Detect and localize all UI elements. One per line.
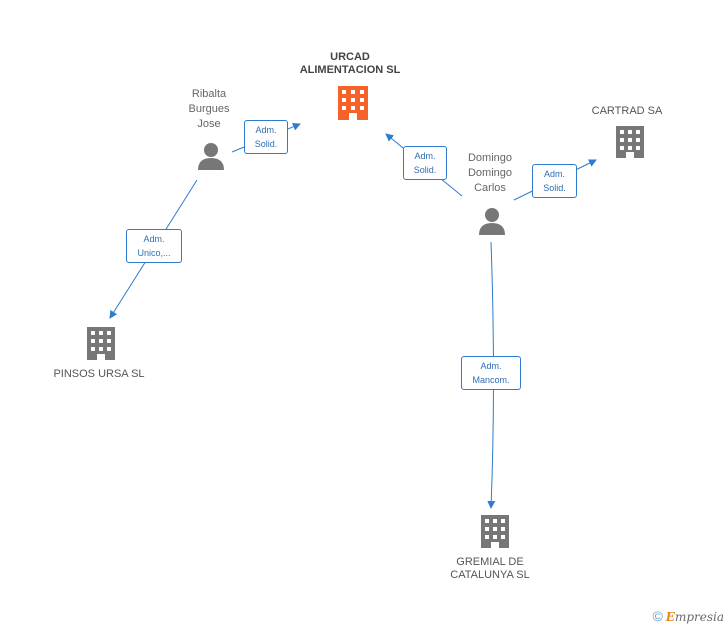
edge-label-ribalta-pinsos[interactable]: Adm. Unico,... — [126, 229, 182, 263]
cartrad-building-icon[interactable] — [616, 126, 644, 158]
cartrad-label[interactable]: CARTRAD SA — [591, 105, 663, 117]
empresia-logo: ©Empresia — [652, 608, 724, 624]
ribalta-person-icon[interactable] — [198, 143, 224, 170]
edge-label-domingo-gremial[interactable]: Adm. Mancom. — [461, 356, 521, 390]
pinsos-label[interactable]: PINSOS URSA SL — [53, 368, 145, 380]
gremial-building-icon[interactable] — [481, 515, 509, 548]
domingo-label[interactable]: Domingo Domingo Carlos — [467, 152, 513, 194]
edge-label-ribalta-urcad[interactable]: Adm. Solid. — [244, 120, 288, 154]
edge-label-domingo-cartrad[interactable]: Adm. Solid. — [532, 164, 577, 198]
ribalta-label[interactable]: Ribalta Burgues Jose — [188, 88, 230, 130]
urcad-label[interactable]: URCAD ALIMENTACION SL — [299, 51, 401, 76]
edge-label-domingo-urcad[interactable]: Adm. Solid. — [403, 146, 447, 180]
copyright-icon: © — [652, 608, 663, 624]
gremial-label[interactable]: GREMIAL DE CATALUNYA SL — [450, 556, 530, 581]
urcad-building-icon[interactable] — [338, 86, 368, 120]
domingo-person-icon[interactable] — [479, 208, 505, 235]
pinsos-building-icon[interactable] — [87, 327, 115, 360]
